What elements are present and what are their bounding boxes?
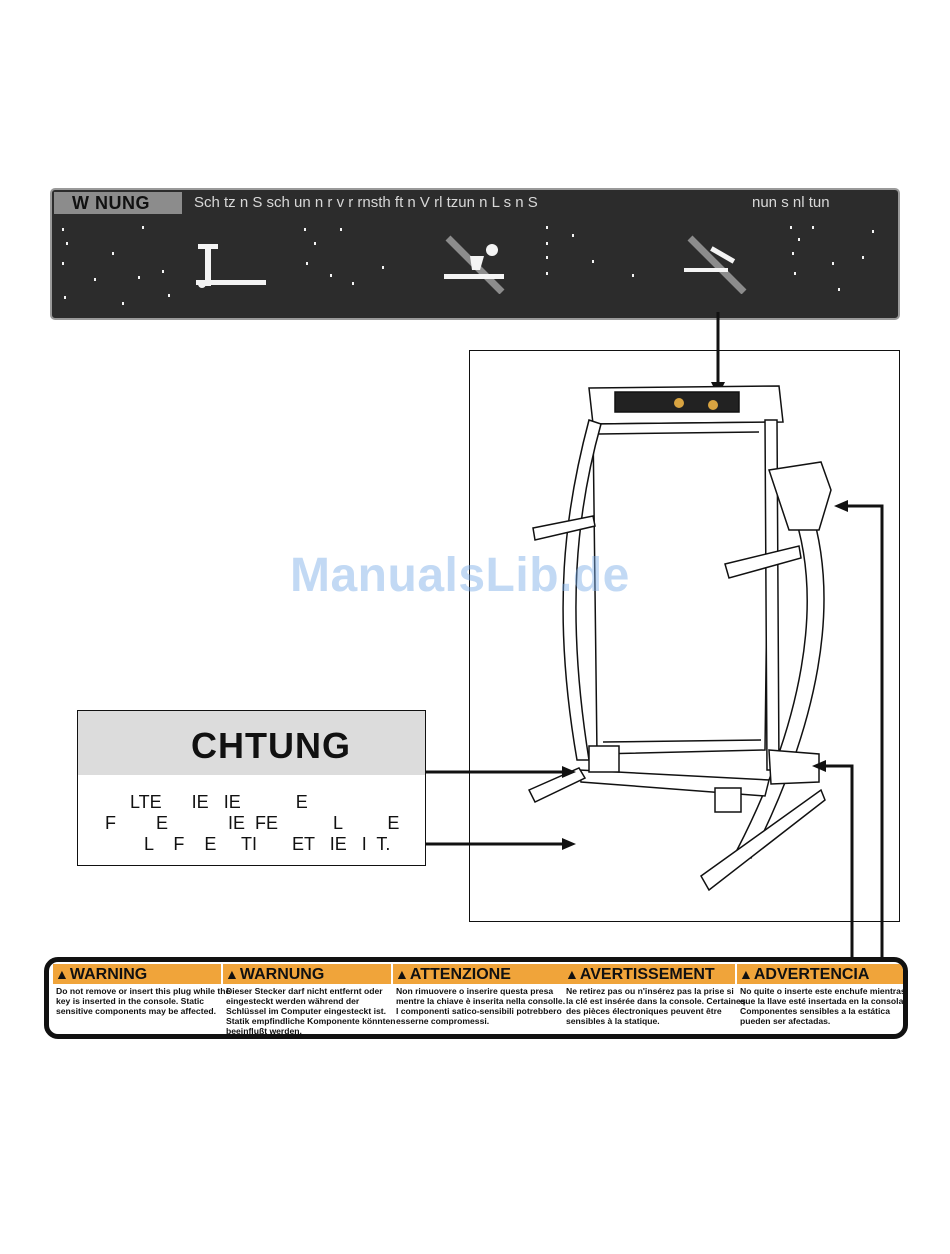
- warning-it: ▲ATTENZIONE Non rimuovere o inserire que…: [393, 962, 565, 1034]
- warning-es: ▲ADVERTENCIA No quite o inserte este enc…: [737, 962, 903, 1034]
- warning-triangle-icon: ▲: [565, 966, 579, 982]
- warning-es-heading: ▲ADVERTENCIA: [737, 964, 903, 984]
- decal-header-label: W NUNG: [54, 192, 182, 214]
- treadmill-illustration-frame: [469, 350, 900, 922]
- warning-it-heading: ▲ATTENZIONE: [393, 964, 563, 984]
- warning-en-text: Do not remove or insert this plug while …: [56, 986, 231, 1016]
- warning-fr: ▲AVERTISSEMENT Ne retirez pas ou n'insér…: [563, 962, 746, 1034]
- warning-en: ▲WARNING Do not remove or insert this pl…: [53, 962, 230, 1034]
- achtung-title: CHTUNG: [191, 725, 351, 766]
- achtung-pointer-arrows: [426, 766, 576, 850]
- warning-de-text: Dieser Stecker darf nicht entfernt oder …: [226, 986, 396, 1036]
- decal-header-text-right: nun s nl tun: [752, 194, 830, 211]
- warning-fr-text: Ne retirez pas ou n'insérez pas la prise…: [566, 986, 746, 1026]
- top-warning-decal: W NUNG Sch tz n S sch un n r v r rnsth f…: [50, 188, 900, 320]
- warning-en-heading: ▲WARNING: [53, 964, 221, 984]
- achtung-header: [78, 711, 425, 775]
- warning-triangle-icon: ▲: [739, 966, 753, 982]
- achtung-line-1: LTE IE IE E: [130, 792, 308, 812]
- warning-es-text: No quite o inserte este enchufe mientras…: [740, 986, 906, 1026]
- achtung-line-3: L F E TI ET IE I T.: [144, 834, 391, 854]
- no-folding-pictogram-icon: [684, 235, 747, 294]
- warning-triangle-icon: ▲: [395, 966, 409, 982]
- treadmill-pictogram-icon: [196, 244, 266, 288]
- treadmill-illustration: [527, 385, 832, 892]
- achtung-line-2: F E IE FE L E: [105, 813, 400, 833]
- no-person-pictogram-icon: [444, 235, 505, 294]
- warning-de-heading: ▲WARNUNG: [223, 964, 391, 984]
- warning-triangle-icon: ▲: [225, 966, 239, 982]
- achtung-label: CHTUNG LTE IE IE E F E IE FE L E L F E T…: [77, 710, 426, 866]
- multilingual-warning-decal: ▲WARNING Do not remove or insert this pl…: [44, 957, 908, 1039]
- warning-triangle-icon: ▲: [55, 966, 69, 982]
- warning-fr-heading: ▲AVERTISSEMENT: [563, 964, 735, 984]
- plug-pointer-arrows: [812, 500, 884, 962]
- watermark: ManualsLib.de: [290, 549, 630, 602]
- warning-de: ▲WARNUNG Dieser Stecker darf nicht entfe…: [223, 962, 396, 1034]
- warning-it-text: Non rimuovere o inserire questa presa me…: [396, 986, 566, 1026]
- decal-header-text: Sch tz n S sch un n r v r rnsth ft n V r…: [194, 194, 538, 211]
